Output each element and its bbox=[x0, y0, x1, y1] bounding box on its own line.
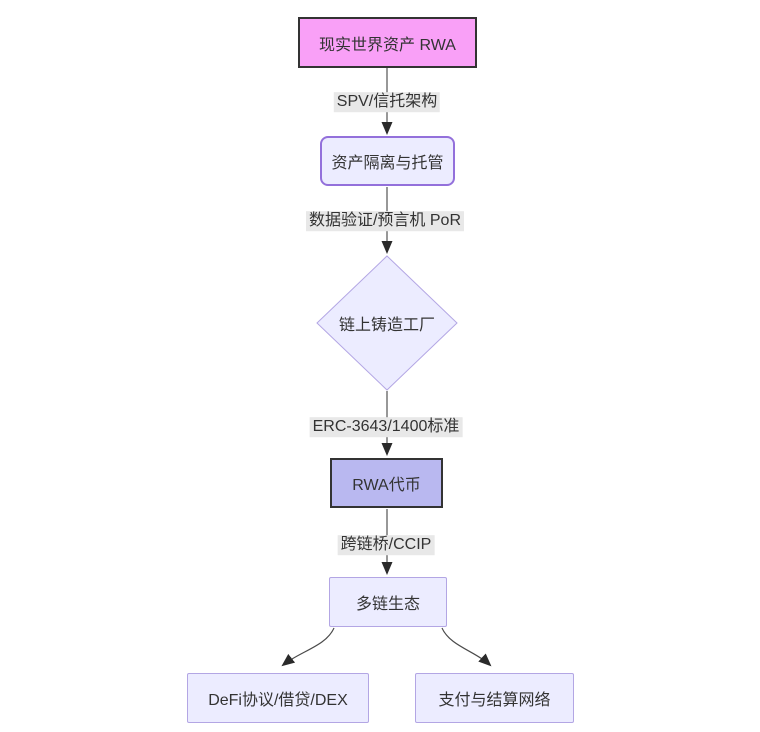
node-rwa-token: RWA代币 bbox=[330, 458, 443, 508]
edge-multichain-to-payment bbox=[441, 627, 492, 667]
node-multichain-label: 多链生态 bbox=[355, 596, 420, 613]
edge-label-spv: SPV/信托架构 bbox=[333, 92, 441, 112]
edge-multichain-to-defi bbox=[281, 627, 335, 667]
node-rwa-asset-label: 现实世界资产 RWA bbox=[319, 36, 456, 54]
edge-label-erc-standard: ERC-3643/1400标准 bbox=[309, 417, 463, 437]
node-mint-factory-label: 链上铸造工厂 bbox=[338, 317, 436, 334]
node-custody-label: 资产隔离与托管 bbox=[331, 155, 444, 172]
node-custody: 资产隔离与托管 bbox=[320, 136, 455, 186]
edge-label-ccip: 跨链桥/CCIP bbox=[337, 535, 435, 555]
node-mint-factory-shape bbox=[316, 255, 458, 391]
node-payment: 支付与结算网络 bbox=[415, 673, 574, 723]
node-rwa-token-label: RWA代币 bbox=[352, 477, 421, 494]
node-payment-label: 支付与结算网络 bbox=[438, 692, 551, 709]
node-defi-label: DeFi协议/借贷/DEX bbox=[208, 692, 348, 709]
node-rwa-asset: 现实世界资产 RWA bbox=[298, 17, 477, 68]
node-defi: DeFi协议/借贷/DEX bbox=[187, 673, 369, 723]
node-multichain: 多链生态 bbox=[329, 577, 447, 627]
edge-label-oracle-por: 数据验证/预言机 PoR bbox=[305, 211, 465, 231]
